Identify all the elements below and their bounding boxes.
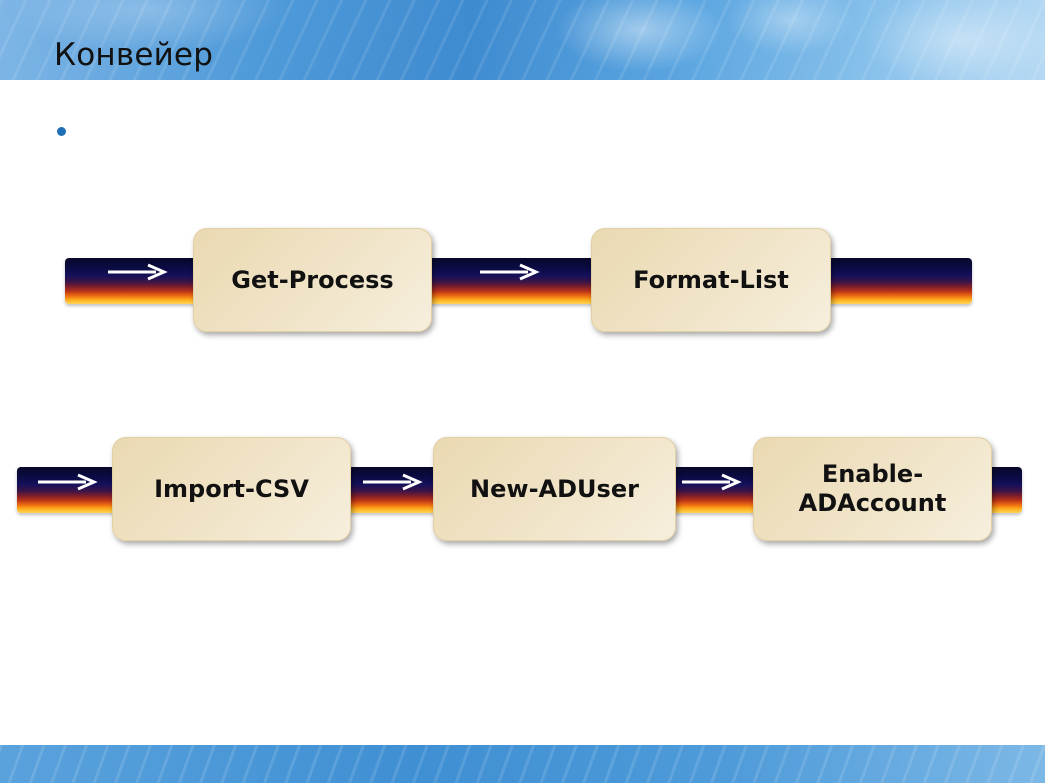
arrow-right-icon: [38, 473, 98, 491]
command-box-new-aduser: New-ADUser: [433, 437, 676, 541]
command-label: Import-CSV: [154, 474, 309, 503]
command-label: Format-List: [633, 265, 789, 294]
arrow-right-icon: [480, 263, 540, 281]
arrow-right-icon: [108, 263, 168, 281]
footer-band: [0, 745, 1045, 783]
command-box-get-process: Get-Process: [193, 228, 432, 332]
command-box-enable-adaccount: Enable- ADAccount: [753, 437, 992, 541]
slide-title: Конвейер: [54, 37, 214, 73]
command-label: New-ADUser: [470, 474, 639, 503]
command-box-format-list: Format-List: [591, 228, 831, 332]
header-decoration: [0, 0, 1045, 80]
command-box-import-csv: Import-CSV: [112, 437, 351, 541]
command-label: Enable- ADAccount: [798, 460, 947, 517]
bullet-point: [57, 127, 66, 136]
arrow-right-icon: [682, 473, 742, 491]
arrow-right-icon: [363, 473, 423, 491]
command-label: Get-Process: [231, 265, 394, 294]
header-band: [0, 0, 1045, 80]
